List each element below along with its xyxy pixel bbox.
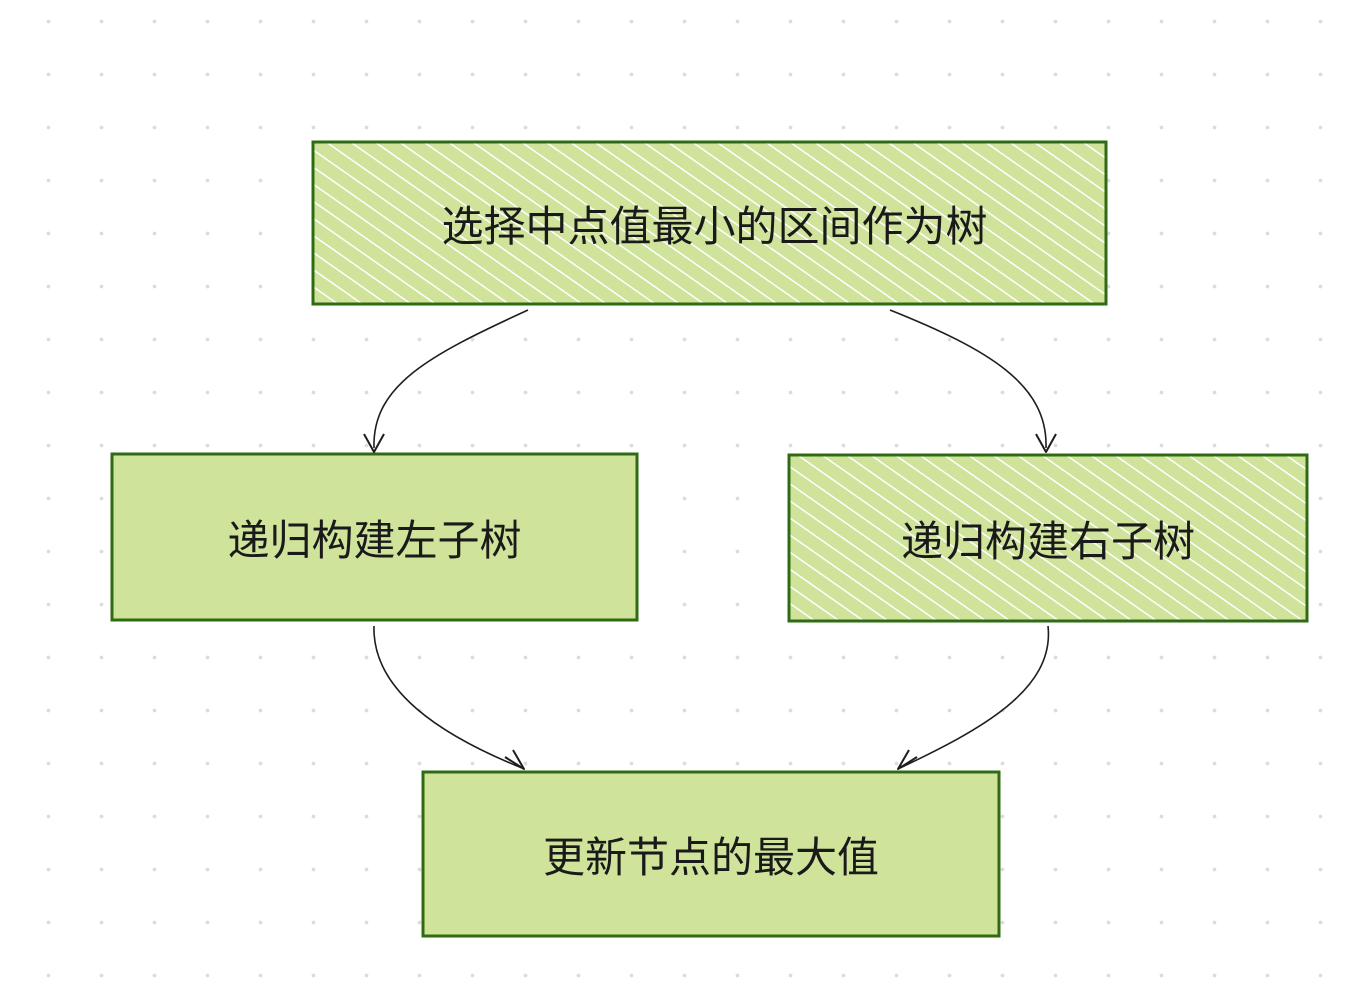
edge-left-to-update — [373, 625, 523, 769]
node-root-box[interactable] — [311, 140, 1108, 306]
arrowhead-update-left — [504, 749, 525, 770]
arrowhead-update-right — [897, 749, 918, 770]
node-left-box[interactable] — [110, 452, 639, 622]
arrowhead-left — [363, 433, 385, 453]
edge-root-to-right — [889, 309, 1047, 449]
arrowhead-right — [1035, 433, 1057, 453]
edge-root-to-left — [373, 309, 529, 449]
node-update-box[interactable] — [421, 770, 1001, 938]
edge-right-to-update — [899, 625, 1050, 769]
node-right-box[interactable] — [787, 453, 1309, 623]
